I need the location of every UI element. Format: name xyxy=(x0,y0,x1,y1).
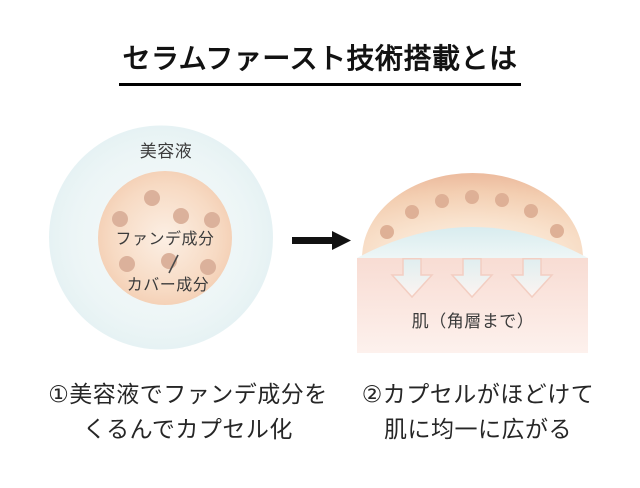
step1-caption-line2: くるんでカプセル化 xyxy=(83,416,293,442)
capsule-inner-circle xyxy=(98,171,232,305)
capsule-dot xyxy=(112,211,128,227)
cover-ingredient-label: カバー成分 xyxy=(126,277,210,294)
serum-label: 美容液 xyxy=(139,142,193,161)
capsule-dot xyxy=(173,208,189,224)
capsule-dots xyxy=(112,190,220,275)
dome-dot xyxy=(435,194,449,208)
capsule-dot xyxy=(144,190,160,206)
step2-caption-line2: 肌に均一に広がる xyxy=(384,416,572,442)
penetration-arrows xyxy=(390,258,554,299)
step2-caption-line1: ②カプセルがほどけて xyxy=(361,381,595,407)
page-title: セラムファースト技術搭載とは xyxy=(119,42,521,86)
dome-dot xyxy=(495,193,509,207)
down-arrow-icon xyxy=(510,258,554,299)
dome-dot xyxy=(465,190,479,204)
right-arrow-icon xyxy=(292,231,351,250)
dome-dots xyxy=(380,190,564,239)
serum-lens xyxy=(357,227,588,258)
skin-diagram xyxy=(357,173,588,353)
down-arrow-icon xyxy=(390,258,434,299)
capsule-dot xyxy=(119,256,135,272)
step1-caption-line1: ①美容液でファンデ成分を xyxy=(48,381,328,407)
dome-dot xyxy=(405,205,419,219)
foundation-ingredient-label: ファンデ成分 xyxy=(115,231,215,248)
down-arrow-icon xyxy=(450,258,494,299)
step2-caption: ②カプセルがほどけて 肌に均一に広がる xyxy=(318,377,638,447)
capsule-diagram xyxy=(49,125,273,350)
title-bar: セラムファースト技術搭載とは xyxy=(0,42,640,86)
dome-dot xyxy=(524,204,538,218)
label-slash-line xyxy=(168,254,179,274)
step1-caption: ①美容液でファンデ成分を くるんでカプセル化 xyxy=(18,377,358,447)
capsule-dot xyxy=(204,212,220,228)
dome-dot xyxy=(550,224,564,238)
dome-dot xyxy=(380,225,394,239)
skin-label: 肌（角層まで） xyxy=(411,312,535,331)
capsule-dot xyxy=(200,259,216,275)
